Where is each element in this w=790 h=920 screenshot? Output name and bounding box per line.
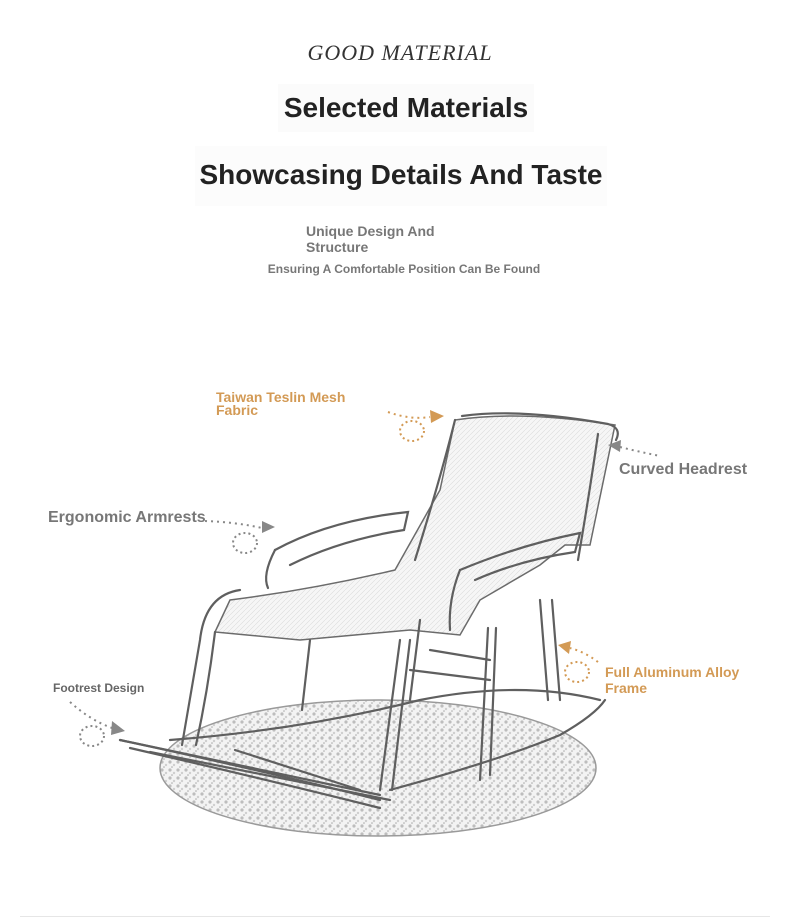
callout-aluminum-frame: Full Aluminum Alloy Frame bbox=[605, 664, 740, 696]
frame-callout-arrow bbox=[558, 641, 599, 683]
footrest-callout-arrow bbox=[69, 701, 125, 747]
callout-ergonomic-armrests: Ergonomic Armrests bbox=[48, 509, 206, 526]
bottom-divider bbox=[20, 916, 770, 917]
tagline-text: Ensuring A Comfortable Position Can Be F… bbox=[267, 262, 541, 276]
callout-footrest-design: Footrest Design bbox=[53, 681, 145, 695]
kicker-text: GOOD MATERIAL bbox=[307, 40, 493, 65]
chair-frame bbox=[118, 412, 619, 810]
round-rug bbox=[159, 699, 597, 837]
headrest-callout-arrow bbox=[608, 440, 661, 457]
armrest-callout-arrow bbox=[204, 520, 275, 554]
callout-mesh-fabric: Taiwan Teslin Mesh Fabric bbox=[216, 389, 346, 418]
mesh-callout-arrow bbox=[387, 410, 444, 442]
chair-seat-mesh bbox=[213, 415, 616, 641]
title-selected-materials: Selected Materials bbox=[278, 84, 534, 132]
subtitle-unique-design: Unique Design And Structure bbox=[306, 223, 435, 255]
title-showcasing-details: Showcasing Details And Taste bbox=[195, 146, 607, 206]
callout-curved-headrest: Curved Headrest bbox=[619, 461, 748, 478]
